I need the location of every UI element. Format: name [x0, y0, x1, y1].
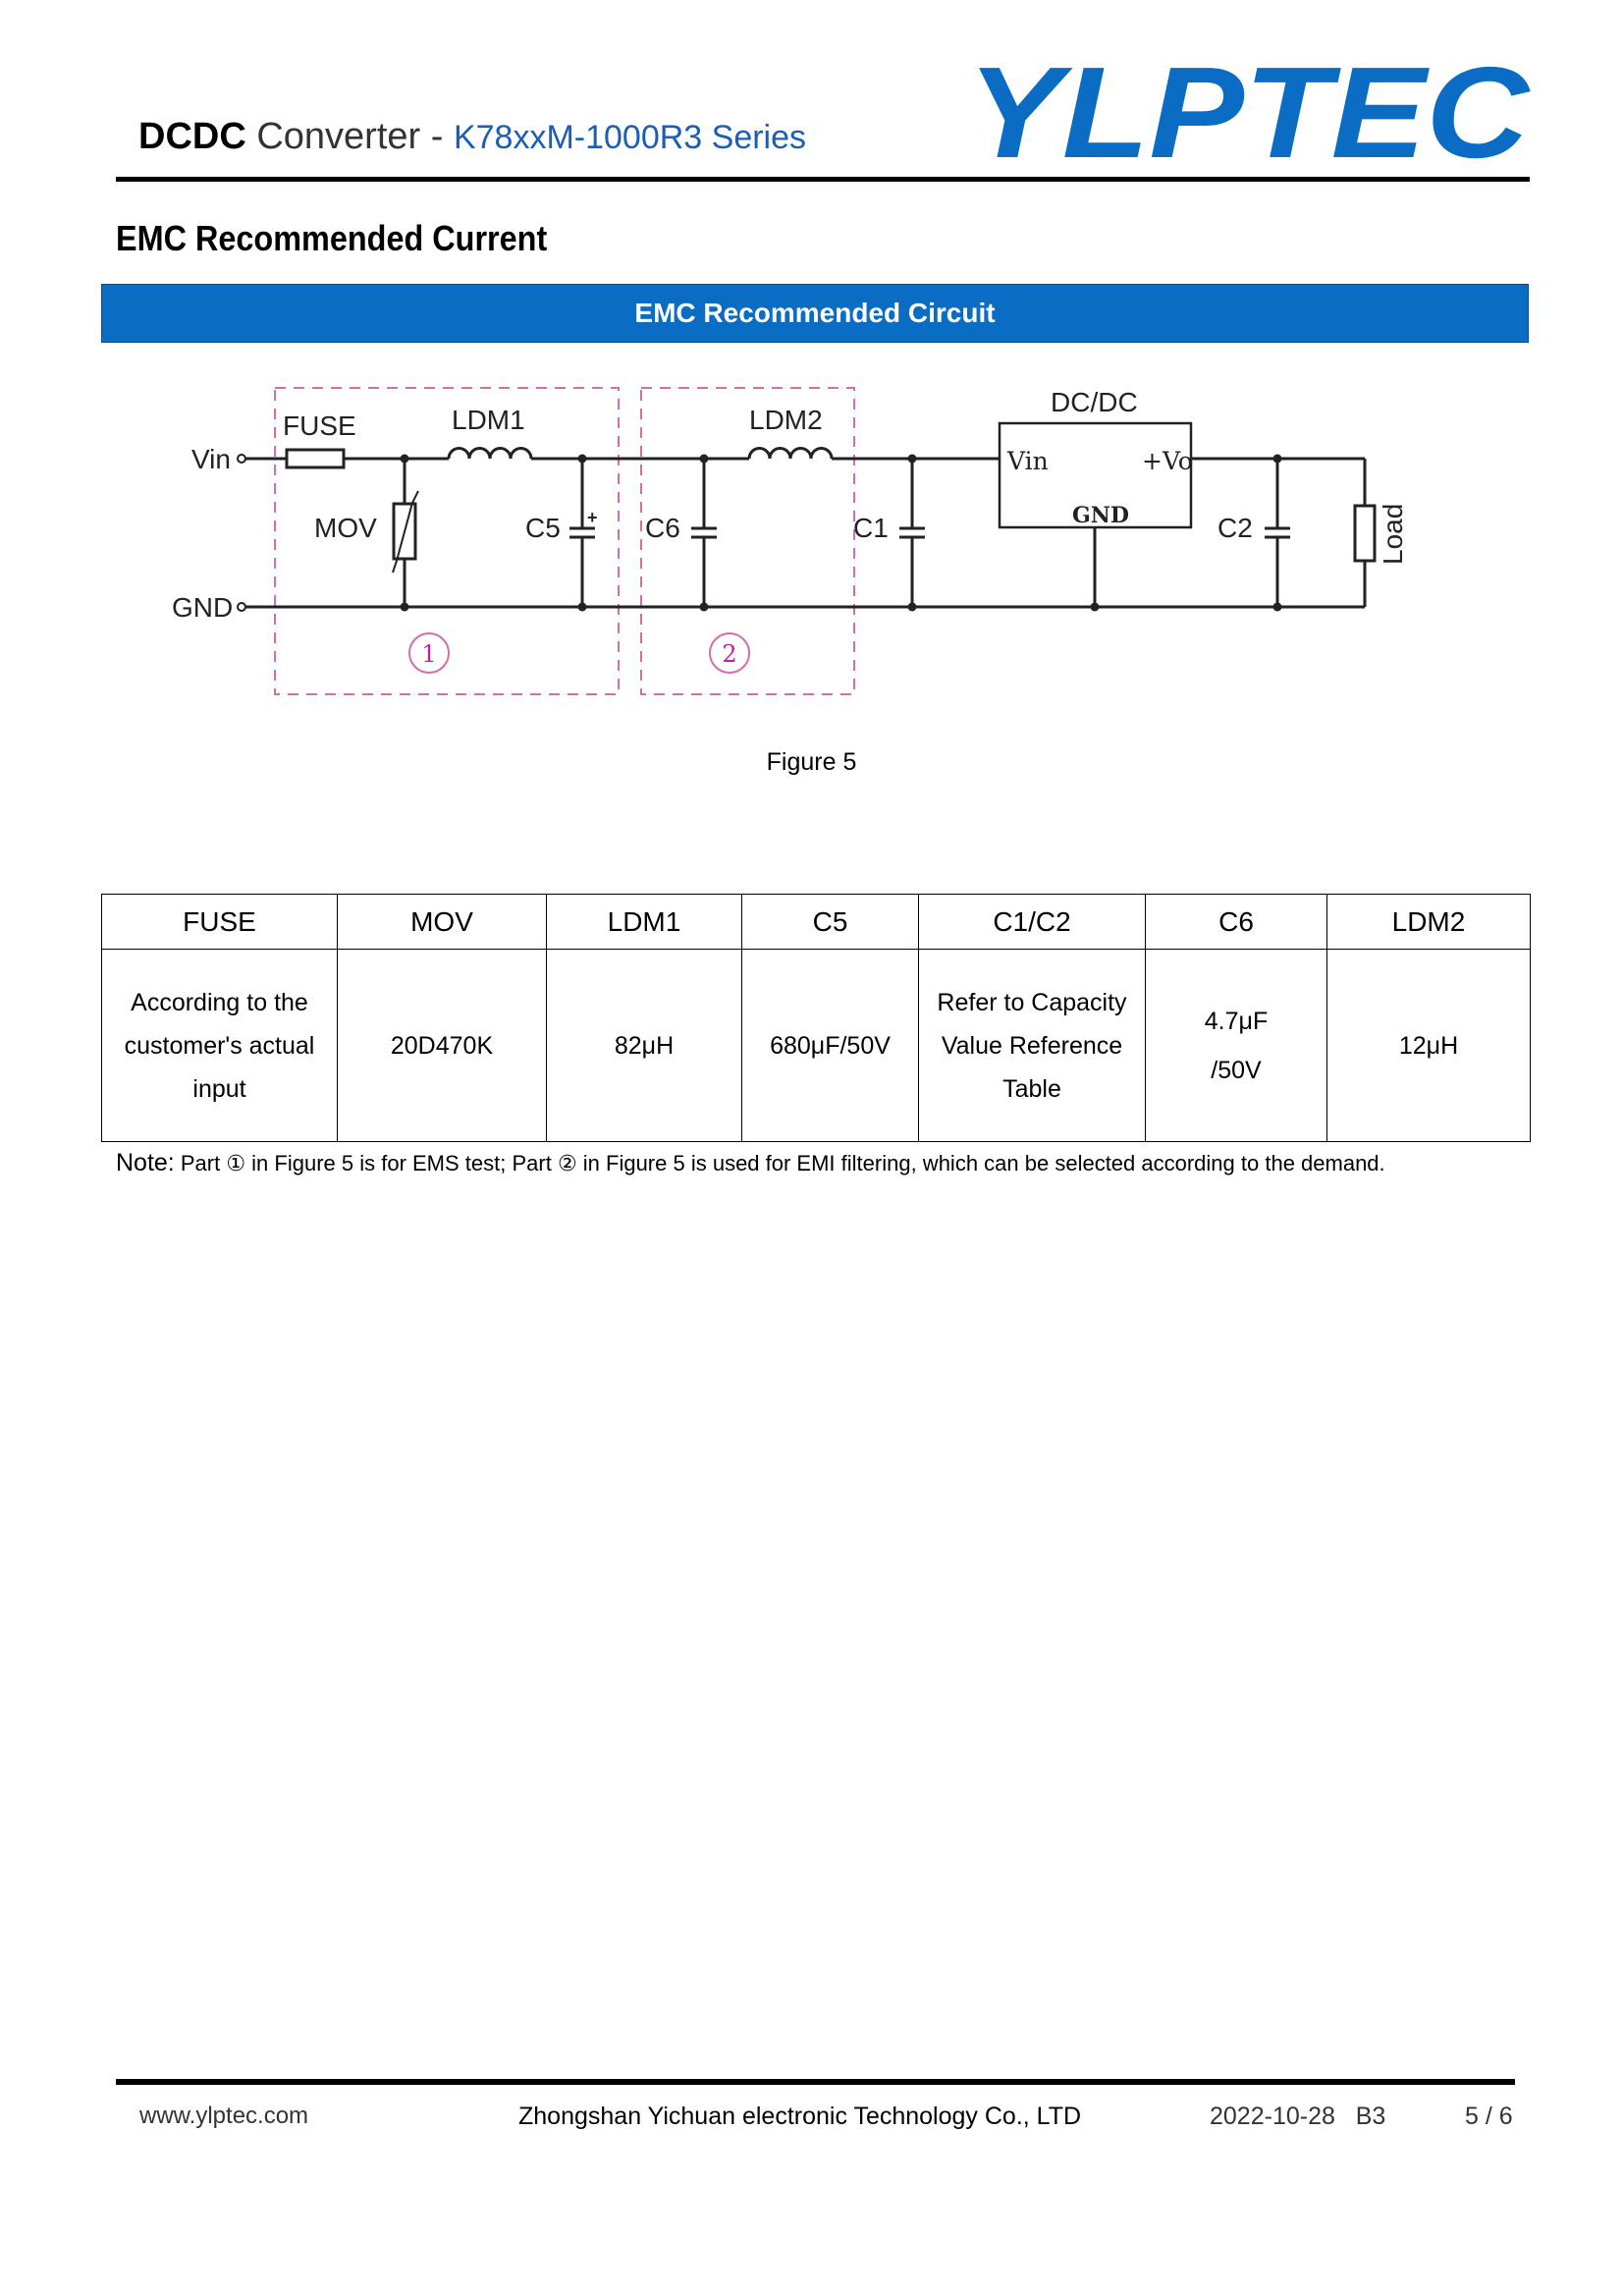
- title-product-type: DCDC: [138, 116, 246, 157]
- ldm2-label: LDM2: [749, 405, 823, 435]
- fuse-symbol: [285, 448, 346, 469]
- document-title: DCDC Converter - K78xxM-1000R3 Series: [138, 116, 806, 158]
- cell-ldm2: 12μH: [1326, 949, 1531, 1142]
- table-row: According to the customer's actual input…: [101, 949, 1531, 1142]
- ldm1-inductor: [447, 447, 533, 460]
- c6-label: C6: [645, 513, 680, 543]
- cell-c1-c2: Refer to Capacity Value Reference Table: [918, 949, 1146, 1142]
- load-symbol: [1353, 504, 1377, 563]
- part2-box: [640, 387, 855, 695]
- footer-rule: [116, 2079, 1515, 2085]
- c5-label: C5: [525, 513, 561, 543]
- header-c1-c2: C1/C2: [918, 894, 1146, 950]
- table-header-row: FUSE MOV LDM1 C5 C1/C2 C6 LDM2: [101, 894, 1531, 950]
- part1-number: 1: [421, 640, 436, 668]
- ldm2-inductor: [747, 447, 834, 460]
- cell-mov: 20D470K: [337, 949, 547, 1142]
- module-vo-label: +Vo: [1142, 447, 1193, 475]
- cell-line: 12μH: [1398, 1031, 1459, 1060]
- cell-line: According to the: [131, 988, 308, 1016]
- header-ldm2: LDM2: [1326, 894, 1531, 950]
- cell-line: 82μH: [614, 1031, 675, 1060]
- dcdc-label: DC/DC: [1051, 387, 1138, 417]
- emc-circuit-diagram: Vin GND FUSE LDM1 LDM2 MOV C5 C6 C1 C2 D…: [172, 387, 1408, 695]
- circuit-banner: EMC Recommended Circuit: [101, 284, 1529, 343]
- vin-terminal: [237, 454, 246, 464]
- cell-line: 680μF/50V: [770, 1031, 891, 1060]
- logo-text: YLPTEC: [967, 61, 1531, 169]
- cell-line: customer's actual: [124, 1031, 315, 1060]
- gnd-terminal: [237, 602, 246, 612]
- cell-c6: 4.7μF /50V: [1145, 949, 1327, 1142]
- cell-line: 4.7μF: [1204, 1007, 1269, 1035]
- note-text: Part ① in Figure 5 is for EMS test; Part…: [174, 1151, 1385, 1175]
- header-mov: MOV: [337, 894, 547, 950]
- vin-label: Vin: [191, 444, 231, 474]
- module-vin-label: Vin: [1006, 447, 1049, 475]
- title-series: K78xxM-1000R3 Series: [453, 119, 807, 156]
- header-rule: [116, 177, 1530, 182]
- fuse-label: FUSE: [283, 410, 356, 441]
- c2-label: C2: [1217, 513, 1253, 543]
- note-label: Note:: [116, 1149, 175, 1176]
- figure-caption: Figure 5: [766, 748, 857, 776]
- footer-page-number: 5 / 6: [1465, 2103, 1513, 2130]
- part1-box: [274, 387, 620, 695]
- part1-marker: [408, 632, 450, 674]
- table-note: Note: Part ① in Figure 5 is for EMS test…: [116, 1149, 1385, 1177]
- title-converter: Converter -: [245, 116, 454, 157]
- module-gnd-label: GND: [1072, 503, 1129, 528]
- header-c5: C5: [741, 894, 919, 950]
- section-title: EMC Recommended Current: [116, 218, 548, 258]
- part2-marker: [709, 632, 750, 674]
- mov-label: MOV: [314, 513, 377, 543]
- load-label: Load: [1378, 504, 1408, 565]
- header-c6: C6: [1145, 894, 1327, 950]
- part2-number: 2: [722, 640, 736, 668]
- footer-company: Zhongshan Yichuan electronic Technology …: [518, 2103, 1082, 2130]
- component-table: FUSE MOV LDM1 C5 C1/C2 C6 LDM2 According…: [101, 894, 1531, 1142]
- cell-line: input: [192, 1074, 246, 1103]
- footer-website: www.ylptec.com: [139, 2103, 309, 2129]
- header-fuse: FUSE: [101, 894, 338, 950]
- ldm1-label: LDM1: [452, 405, 525, 435]
- cell-ldm1: 82μH: [546, 949, 742, 1142]
- ylptec-logo: YLPTEC: [967, 61, 1531, 169]
- footer-date-revision: 2022-10-28 B3: [1210, 2103, 1386, 2130]
- cell-line: Table: [1002, 1074, 1061, 1103]
- c1-label: C1: [853, 513, 889, 543]
- cell-line: 20D470K: [390, 1031, 494, 1060]
- gnd-label: GND: [172, 592, 233, 623]
- cell-fuse: According to the customer's actual input: [101, 949, 338, 1142]
- cell-c5: 680μF/50V: [741, 949, 919, 1142]
- c5-plus-sign: +: [587, 508, 598, 527]
- cell-line: Value Reference: [941, 1031, 1123, 1060]
- header-ldm1: LDM1: [546, 894, 742, 950]
- cell-line: /50V: [1211, 1056, 1262, 1084]
- cell-line: Refer to Capacity: [937, 988, 1127, 1016]
